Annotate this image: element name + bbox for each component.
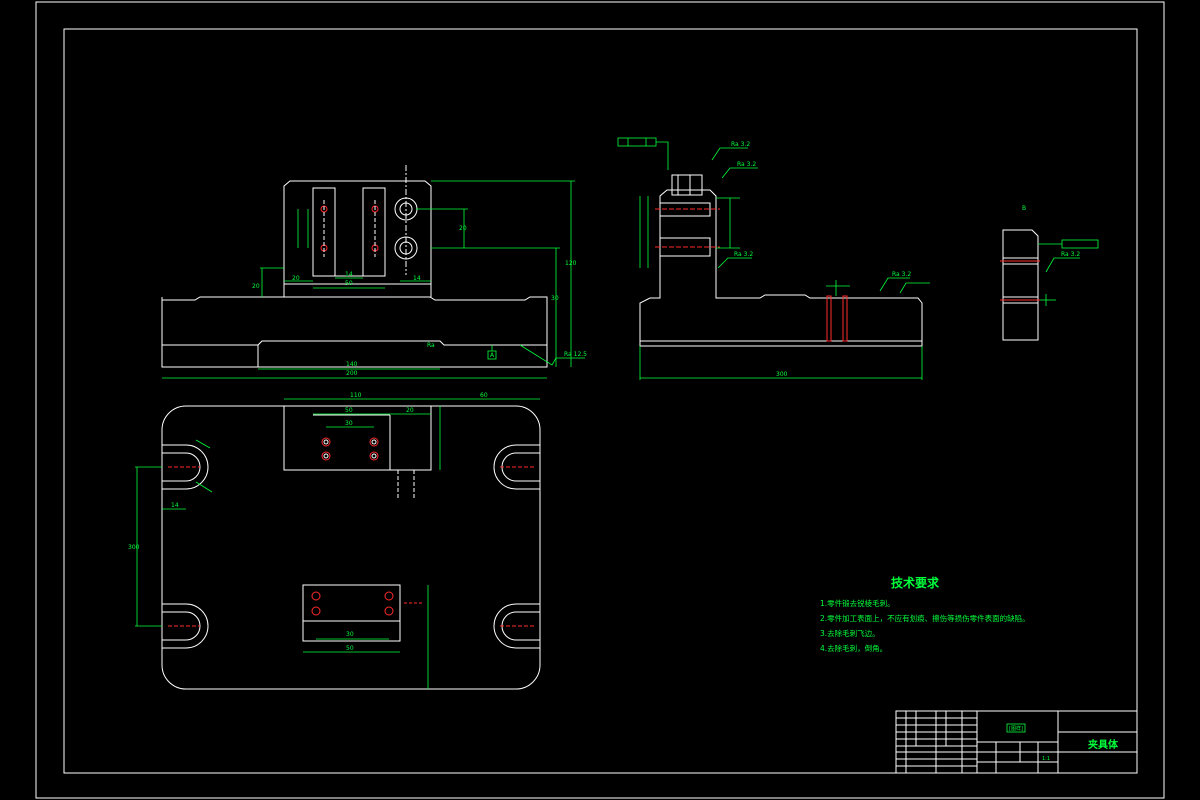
- dim-slot-width: 14: [171, 502, 179, 509]
- front-upright-outline: [283, 180, 432, 297]
- title-block-stamp-label: [图样]: [1009, 726, 1023, 732]
- svg-text:Ra 3.2: Ra 3.2: [731, 141, 750, 148]
- detail-tolerance-frame: [1061, 239, 1099, 249]
- section-hatched-body: [639, 189, 923, 342]
- svg-text:Ra 3.2: Ra 3.2: [892, 271, 911, 278]
- section-tolerance-frame: [617, 137, 657, 147]
- inner-frame: [63, 28, 1138, 774]
- tech-requirement-3: 3.去除毛刺飞边。: [820, 629, 880, 638]
- top-view: 110 60 50 30 20 300 14 30 50: [128, 392, 541, 690]
- title-block-stamp: [1006, 723, 1026, 733]
- dim-bore-spacing: 20: [459, 225, 467, 232]
- tech-requirement-2: 2.零件加工表面上，不应有划痕、擦伤等损伤零件表面的缺陷。: [820, 614, 1030, 623]
- u-slot-bottom-left: [162, 603, 209, 649]
- top-lower-block: [302, 584, 401, 642]
- section-ra-1: [711, 147, 748, 161]
- dim-height-total: 120: [565, 260, 577, 267]
- section-ra-4: [879, 277, 910, 292]
- tech-requirement-1: 1.零件锻去锐棱毛刺。: [820, 599, 895, 608]
- outer-frame: [35, 1, 1165, 799]
- dim-slot-span: 50: [345, 280, 353, 287]
- front-base-outline: [161, 296, 548, 368]
- u-slot-bottom-right: [493, 603, 540, 649]
- front-surface-finish: [519, 344, 585, 366]
- dim-upright-right: 14: [413, 275, 421, 282]
- dim-left-vertical: 300: [128, 544, 140, 551]
- top-upper-block: [283, 406, 432, 471]
- dim-lower-block-width: 50: [346, 645, 354, 652]
- dim-slot-gap: 14: [345, 271, 353, 278]
- title-block: [895, 710, 1138, 774]
- title-block-part-name: 夹具体: [1088, 740, 1118, 751]
- dim-slot-offset: 20: [292, 275, 300, 282]
- svg-text:A: A: [490, 352, 495, 359]
- dim-height-bore: 30: [551, 295, 559, 302]
- dim-upright-height: 20: [252, 283, 260, 290]
- dim-top-right: 60: [480, 392, 488, 399]
- tech-requirements-title: 技术要求: [890, 576, 939, 590]
- detail-view: B Ra 3.2: [1000, 205, 1099, 341]
- top-plate-outline: [161, 405, 541, 690]
- front-ra-label: Ra 12.5: [564, 351, 587, 358]
- svg-text:Ra 3.2: Ra 3.2: [1061, 251, 1080, 258]
- svg-text:B: B: [1022, 205, 1026, 212]
- svg-text:Ra 3.2: Ra 3.2: [737, 161, 756, 168]
- section-view: 300 Ra 3.2 Ra 3.2 Ra 3.2 Ra 3.2: [617, 137, 930, 380]
- dim-block-width: 50: [345, 407, 353, 414]
- tech-requirement-4: 4.去除毛刺，倒角。: [820, 644, 888, 653]
- dim-front-total: 200: [346, 370, 358, 377]
- section-ra-3: [717, 257, 752, 269]
- svg-text:Ra 3.2: Ra 3.2: [734, 251, 753, 258]
- section-ra-2: [721, 167, 758, 179]
- dim-front-inner: 140: [346, 361, 358, 368]
- svg-text:Ra: Ra: [427, 342, 435, 349]
- dim-block-inner: 30: [345, 420, 353, 427]
- u-slot-top-right: [493, 444, 540, 490]
- dim-block-right: 20: [406, 407, 414, 414]
- front-view: 200 140 120 30 20 20 20 50 14 14 Ra 12.5…: [161, 165, 587, 379]
- dim-top-width: 110: [350, 392, 362, 399]
- title-block-scale: 1:1: [1042, 756, 1051, 762]
- dim-side-length: 300: [776, 371, 788, 378]
- u-slot-top-left: [162, 444, 209, 490]
- dim-lower-block-inner: 30: [346, 631, 354, 638]
- detail-hatched-part: [1002, 229, 1039, 341]
